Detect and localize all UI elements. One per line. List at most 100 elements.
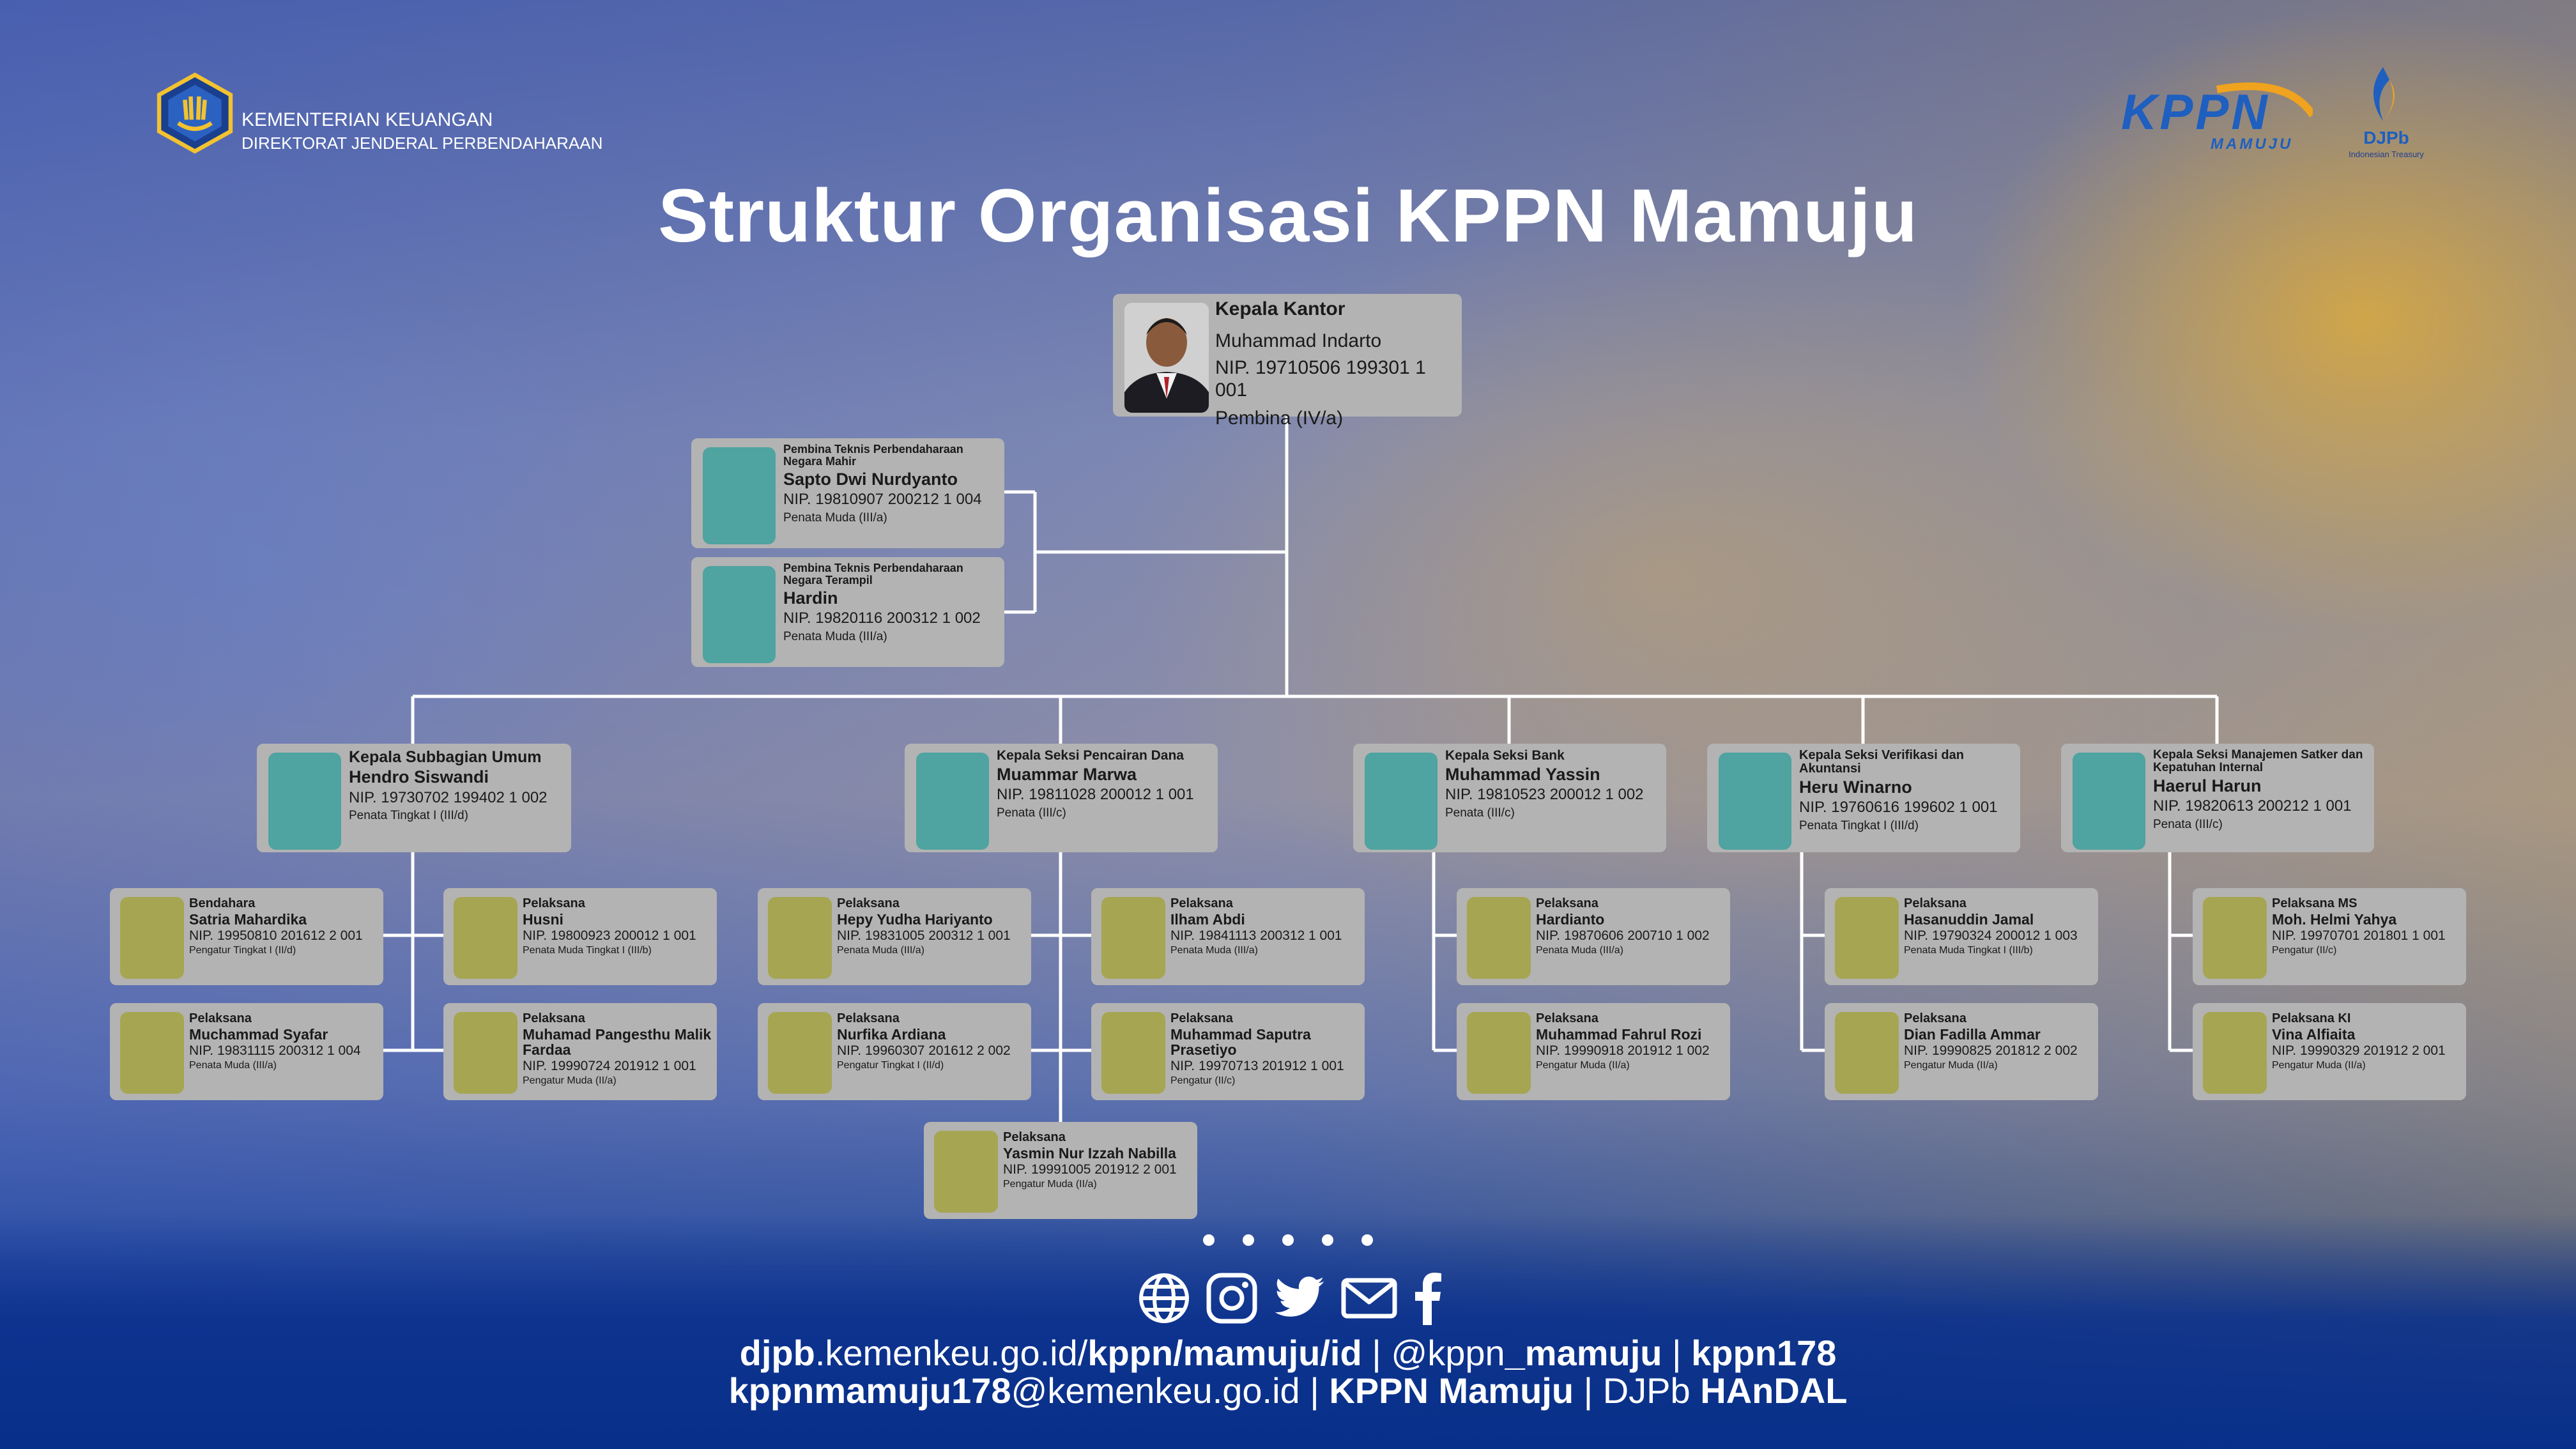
twitter-icon[interactable] (1273, 1271, 1326, 1325)
email-user[interactable]: kppnmamuju178 (728, 1370, 1011, 1411)
staff-photo (768, 1012, 832, 1094)
staff-name: Muhamad Pangesthu Malik Fardaa (523, 1026, 712, 1059)
staff-nip: NIP. 19800923 200012 1 001 (523, 928, 696, 944)
section-rank: Penata Tingkat I (III/d) (349, 809, 468, 823)
kppn-code: kppn178 (1691, 1333, 1837, 1373)
separator: | (1300, 1370, 1330, 1411)
section-rank: Penata Tingkat I (III/d) (1799, 818, 1919, 832)
page-dot[interactable] (1322, 1234, 1333, 1246)
technical-rank: Penata Muda (III/a) (783, 629, 887, 643)
facebook-icon[interactable] (1412, 1271, 1443, 1325)
staff-name: Muhammad Fahrul Rozi (1536, 1026, 1702, 1043)
pagination-dots (0, 1234, 2576, 1249)
section-role: Kepala Seksi Pencairan Dana (997, 748, 1184, 763)
staff-role: Pelaksana (1536, 1011, 1598, 1025)
email-domain[interactable]: @kemenkeu.go.id (1011, 1370, 1300, 1411)
ministry-line2: DIREKTORAT JENDERAL PERBENDAHARAAN (241, 134, 603, 153)
staff-nip: NIP. 19960307 201612 2 002 (837, 1043, 1011, 1059)
kppn-logo-text: KPPN (2121, 84, 2270, 140)
section-nip: NIP. 19820613 200212 1 001 (2153, 797, 2352, 815)
section-card-pencairan: Kepala Seksi Pencairan Dana Muammar Marw… (905, 744, 1218, 852)
staff-name: Hasanuddin Jamal (1904, 911, 2034, 928)
staff-photo (120, 897, 184, 979)
staff-nip: NIP. 19990329 201912 2 001 (2272, 1043, 2446, 1059)
section-nip: NIP. 19810523 200012 1 002 (1445, 786, 1644, 804)
staff-photo (454, 1012, 518, 1094)
staff-photo (1101, 897, 1165, 979)
section-card-umum: Kepala Subbagian Umum Hendro Siswandi NI… (257, 744, 571, 852)
page-dot[interactable] (1203, 1234, 1215, 1246)
kppn-logo: KPPN MAMUJU (2121, 77, 2316, 153)
staff-nip: NIP. 19831115 200312 1 004 (189, 1043, 361, 1059)
kppn-logo-sub: MAMUJU (2211, 135, 2294, 153)
staff-rank: Penata Muda (III/a) (837, 945, 924, 956)
page-dot[interactable] (1282, 1234, 1294, 1246)
mail-icon[interactable] (1340, 1271, 1398, 1325)
kppn-swoosh-icon (2216, 82, 2316, 118)
handle-at[interactable]: @kppn (1391, 1333, 1505, 1373)
section-card-vera: Kepala Seksi Verifikasi dan Akuntansi He… (1707, 744, 2020, 852)
staff-photo (2203, 1012, 2267, 1094)
staff-nip: NIP. 19970701 201801 1 001 (2272, 928, 2446, 944)
staff-nip: NIP. 19990825 201812 2 002 (1904, 1043, 2078, 1059)
website-link-domain[interactable]: .kemenkeu.go.id/ (815, 1333, 1088, 1373)
staff-photo (1101, 1012, 1165, 1094)
staff-rank: Pengatur (II/c) (2272, 945, 2337, 956)
staff-role: Bendahara (189, 896, 256, 910)
footer-band (0, 1214, 2576, 1449)
staff-photo (1835, 1012, 1899, 1094)
staff-nip: NIP. 19950810 201612 2 001 (189, 928, 363, 944)
djpb-logo-sub: Indonesian Treasury (2349, 150, 2424, 159)
staff-nip: NIP. 19790324 200012 1 003 (1904, 928, 2078, 944)
staff-name: Husni (523, 911, 564, 928)
staff-role: Pelaksana (1904, 896, 1966, 910)
staff-photo (1467, 1012, 1531, 1094)
section-name: Heru Winarno (1799, 778, 1912, 797)
staff-role: Pelaksana (837, 1011, 900, 1025)
staff-name: Satria Mahardika (189, 911, 307, 928)
instagram-icon[interactable] (1205, 1271, 1259, 1325)
page-dot[interactable] (1243, 1234, 1254, 1246)
technical-name: Sapto Dwi Nurdyanto (783, 469, 958, 489)
staff-name: Nurfika Ardiana (837, 1026, 946, 1043)
office-name: KPPN Mamuju (1329, 1370, 1574, 1411)
website-link-bold[interactable]: djpb (739, 1333, 815, 1373)
technical-nip: NIP. 19820116 200312 1 002 (783, 610, 981, 627)
globe-icon[interactable] (1137, 1271, 1191, 1325)
website-link-path[interactable]: kppn/mamuju/id (1087, 1333, 1362, 1373)
staff-name: Dian Fadilla Ammar (1904, 1026, 2041, 1043)
staff-role: Pelaksana (1536, 896, 1598, 910)
technical-rank: Penata Muda (III/a) (783, 510, 887, 525)
handle-rest[interactable]: _mamuju (1505, 1333, 1662, 1373)
section-photo (268, 753, 341, 850)
staff-rank: Penata Muda (III/a) (1536, 945, 1623, 956)
section-rank: Penata (III/c) (1445, 806, 1515, 820)
head-rank: Pembina (IV/a) (1215, 408, 1344, 429)
section-role: Kepala Seksi Manajemen Satker dan Kepatu… (2153, 748, 2363, 774)
handal-label: HAnDAL (1700, 1370, 1848, 1411)
section-name: Haerul Harun (2153, 776, 2262, 795)
page-dot[interactable] (1361, 1234, 1373, 1246)
staff-name: Moh. Helmi Yahya (2272, 911, 2397, 928)
staff-role: Pelaksana (1904, 1011, 1966, 1025)
section-photo (2073, 753, 2145, 850)
staff-role: Pelaksana (1170, 896, 1233, 910)
staff-name: Hardianto (1536, 911, 1605, 928)
head-name: Muhammad Indarto (1215, 330, 1382, 351)
staff-rank: Pengatur (II/c) (1170, 1075, 1236, 1087)
section-card-mski: Kepala Seksi Manajemen Satker dan Kepatu… (2061, 744, 2374, 852)
staff-photo (454, 897, 518, 979)
staff-rank: Penata Muda Tingkat I (III/b) (523, 945, 652, 956)
staff-rank: Pengatur Muda (II/a) (2272, 1060, 2366, 1071)
technical-role: Pembina Teknis Perbendaharaan Negara Ter… (783, 562, 963, 586)
section-rank: Penata (III/c) (997, 806, 1066, 820)
ministry-name: KEMENTERIAN KEUANGAN DIREKTORAT JENDERAL… (241, 109, 602, 155)
staff-photo (1467, 897, 1531, 979)
